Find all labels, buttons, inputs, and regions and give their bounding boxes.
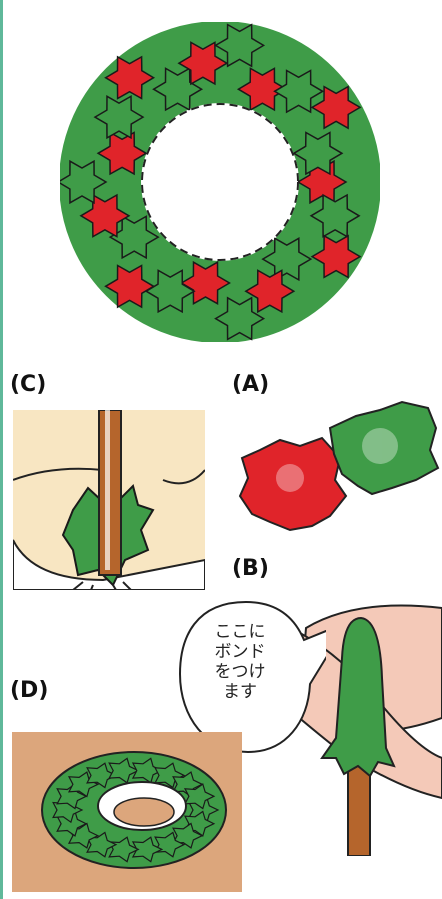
label-b: (B)	[232, 556, 269, 581]
panel-a-illustration	[230, 398, 442, 538]
label-c: (C)	[10, 372, 46, 397]
bubble-line: ボンド	[190, 642, 290, 662]
bubble-line: ます	[190, 682, 290, 702]
panel-d-illustration	[12, 732, 242, 892]
label-d: (D)	[10, 678, 48, 703]
wreath-illustration	[60, 22, 380, 342]
bubble-text: ここに ボンド をつけ ます	[190, 622, 290, 702]
label-a: (A)	[232, 372, 269, 397]
page-edge-stripe	[0, 0, 3, 899]
panel-c-illustration	[13, 410, 205, 590]
bubble-line: ここに	[190, 622, 290, 642]
bubble-line: をつけ	[190, 662, 290, 682]
